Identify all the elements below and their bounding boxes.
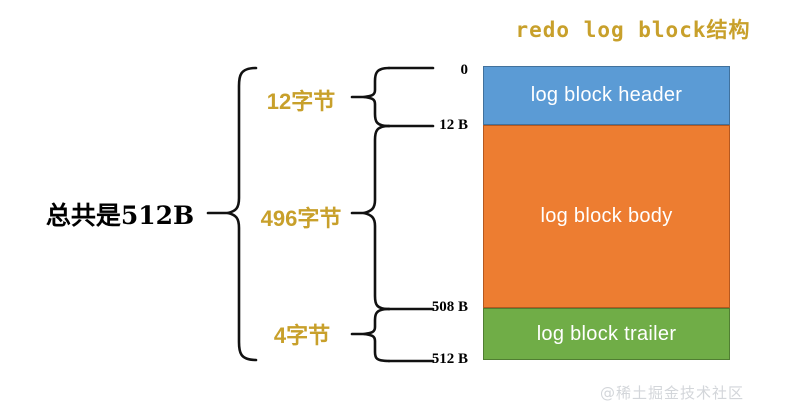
brace-segment-496b [362,124,391,311]
byte-offset-header-end: 12 B [439,117,468,133]
byte-offset-body-end: 508 B [431,299,468,315]
log-block-body-segment: log block body [483,125,730,308]
watermark: @稀土掘金技术社区 [600,384,745,402]
brace-segment-4b [362,307,391,363]
byte-offset-start: 0 [460,62,469,78]
diagram-title: redo log block结构 [515,18,751,42]
log-block-header-segment: log block header [483,66,730,125]
segment-size-trailer: 4字节 [273,323,331,348]
byte-offset-trailer-end: 512 B [431,351,468,367]
redo-log-block: log block header log block body log bloc… [483,66,730,360]
segment-size-body: 496字节 [260,206,342,231]
segment-size-header: 12字节 [266,89,336,114]
brace-segment-12b [362,66,391,128]
log-block-trailer-segment: log block trailer [483,308,730,360]
total-size-label: 总共是512B [45,201,195,230]
